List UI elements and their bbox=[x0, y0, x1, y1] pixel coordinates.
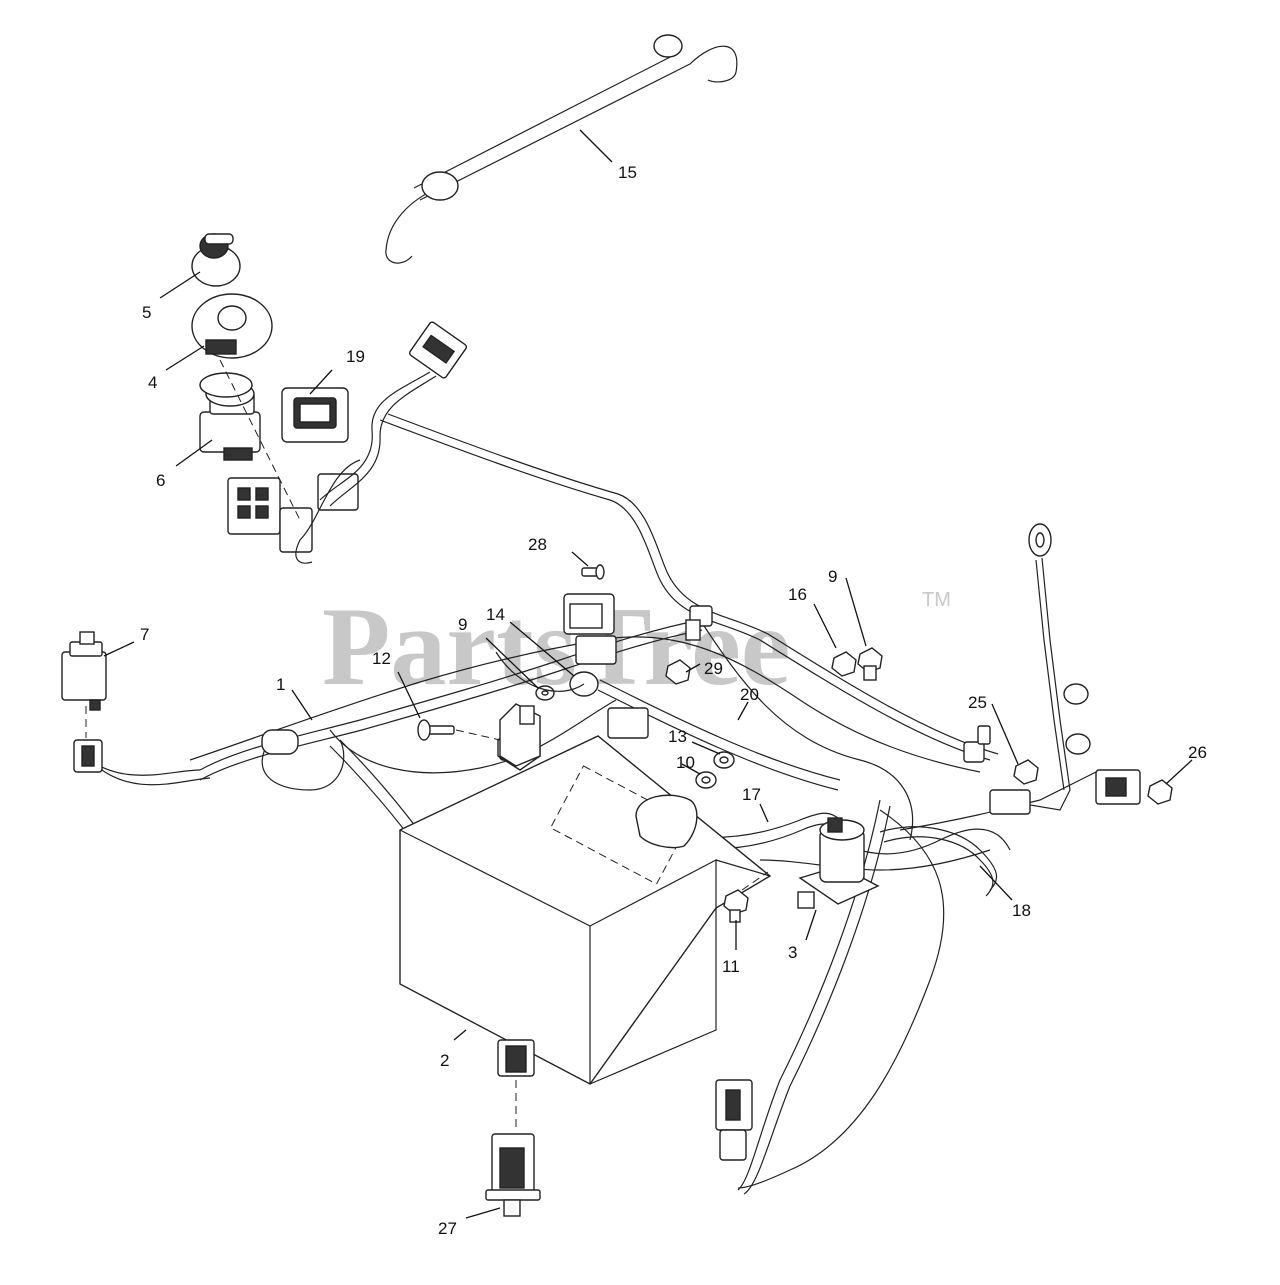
part-9-bolt bbox=[857, 647, 883, 681]
callout-9: 9 bbox=[828, 567, 837, 586]
bolt-12-dash bbox=[455, 729, 501, 741]
callout-2: 2 bbox=[440, 1051, 449, 1070]
starter-relay bbox=[563, 593, 617, 665]
callout-7: 7 bbox=[140, 625, 149, 644]
part-7-relay bbox=[61, 631, 107, 711]
switch-connectors bbox=[227, 477, 313, 553]
relay-connector bbox=[73, 739, 103, 773]
callout-28: 28 bbox=[528, 535, 547, 554]
callout-5: 5 bbox=[142, 303, 151, 322]
callout-29: 29 bbox=[704, 659, 723, 678]
part-10-washer-lower-hole bbox=[701, 776, 711, 784]
callout-10-upper: 9 bbox=[458, 615, 467, 634]
callout-26: 26 bbox=[1188, 743, 1207, 762]
callout-6: 6 bbox=[156, 471, 165, 490]
callout-10-lower: 10 bbox=[676, 753, 695, 772]
bolt-11-dash bbox=[741, 871, 769, 891]
callout-11: 11 bbox=[722, 957, 740, 976]
part-19-cable bbox=[597, 679, 841, 791]
part-16-nut bbox=[831, 651, 857, 677]
callout-27: 27 bbox=[438, 1219, 457, 1238]
callout-15: 15 bbox=[618, 163, 637, 182]
callout-25: 25 bbox=[968, 693, 987, 712]
callout-19: 20 bbox=[740, 685, 759, 704]
callout-16: 16 bbox=[788, 585, 807, 604]
callout-17: 17 bbox=[742, 785, 761, 804]
part-14-clamp bbox=[495, 651, 599, 697]
part-29-nut bbox=[665, 659, 691, 685]
part-26-connector-bolt bbox=[1095, 769, 1173, 805]
callout-1: 1 bbox=[276, 675, 285, 694]
ignition-dash bbox=[219, 359, 301, 521]
callout-12: 12 bbox=[372, 649, 391, 668]
part-15-rod bbox=[385, 34, 738, 264]
part-28-screw bbox=[581, 564, 605, 580]
part-12-bolt bbox=[417, 719, 455, 741]
callout-leaders bbox=[103, 129, 1193, 1219]
lower-interlock-switch bbox=[715, 1079, 753, 1161]
part-25-nut bbox=[1013, 759, 1039, 785]
battery-lead-connector bbox=[497, 1039, 535, 1077]
callout-18: 18 bbox=[1012, 901, 1031, 920]
part-18-cable bbox=[879, 826, 998, 897]
callout-14: 14 bbox=[486, 605, 505, 624]
part-10-washer-upper-hole bbox=[541, 690, 549, 696]
callout-labels: 5 4 6 19 7 1 2 12 9 14 28 15 29 20 13 10… bbox=[140, 163, 1207, 1238]
ring-terminals bbox=[1028, 523, 1091, 755]
part-6-pto-switch bbox=[199, 372, 261, 461]
battery-hold-bracket bbox=[499, 703, 541, 767]
callout-13: 13 bbox=[668, 727, 687, 746]
watermark-trademark: TM bbox=[922, 589, 951, 611]
harness-clamp-left bbox=[261, 729, 299, 755]
harness-top-connector bbox=[408, 321, 468, 379]
part-5-key bbox=[191, 233, 241, 287]
callout-4: 4 bbox=[148, 373, 157, 392]
part-27-switch bbox=[485, 1133, 541, 1217]
part-2-battery bbox=[399, 735, 772, 1085]
callout-20: 19 bbox=[346, 347, 365, 366]
part-20-hour-meter bbox=[281, 387, 359, 511]
part-11-bolt bbox=[723, 889, 749, 923]
part-4-ignition-switch bbox=[191, 293, 273, 359]
part-3-solenoid bbox=[797, 817, 880, 909]
part-13-washer-hole bbox=[719, 756, 729, 764]
callout-3: 3 bbox=[788, 943, 797, 962]
harness-clips-right bbox=[685, 605, 1031, 815]
